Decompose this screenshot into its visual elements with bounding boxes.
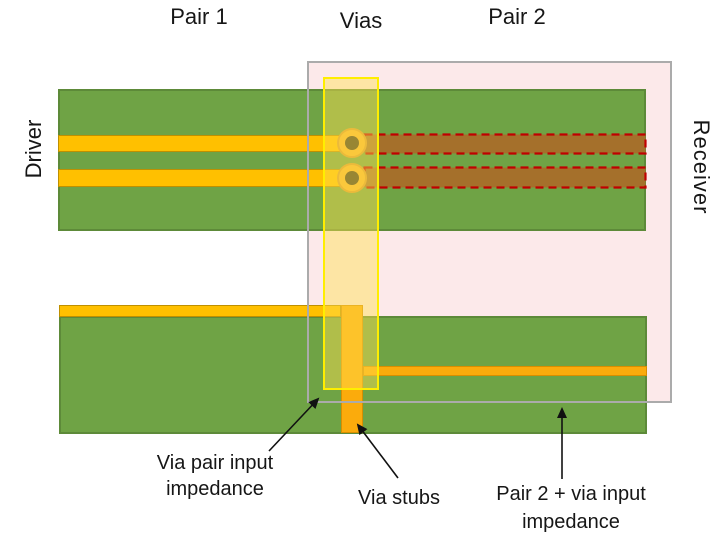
annotation-via-pair-line1: Via pair input: [156, 452, 274, 474]
side-view-inner-layer-trace: [363, 366, 647, 376]
annotation-via-pair-input-impedance: Via pair input impedance: [157, 450, 273, 502]
receiver-region-border: [307, 61, 672, 403]
annotation-via-stubs: Via stubs: [358, 487, 440, 509]
label-vias: Vias: [339, 8, 383, 33]
annotation-via-pair-line2: impedance: [166, 478, 264, 500]
annotation-pair2-line2: impedance: [522, 511, 620, 533]
label-pair1: Pair 1: [170, 4, 228, 29]
label-pair2: Pair 2: [488, 4, 546, 29]
pcb-top-view-board: [58, 89, 646, 231]
label-receiver: Receiver: [689, 119, 714, 215]
vias-region-overlay: [323, 77, 379, 390]
label-driver: Driver: [21, 119, 46, 179]
side-view-top-trace: [59, 305, 341, 317]
via-hole-2: [345, 171, 359, 185]
via-hole-1: [345, 136, 359, 150]
annotation-pair2-via-input-impedance: Pair 2 + via input impedance: [496, 480, 646, 535]
annotation-pair2-line1: Pair 2 + via input: [496, 483, 646, 505]
